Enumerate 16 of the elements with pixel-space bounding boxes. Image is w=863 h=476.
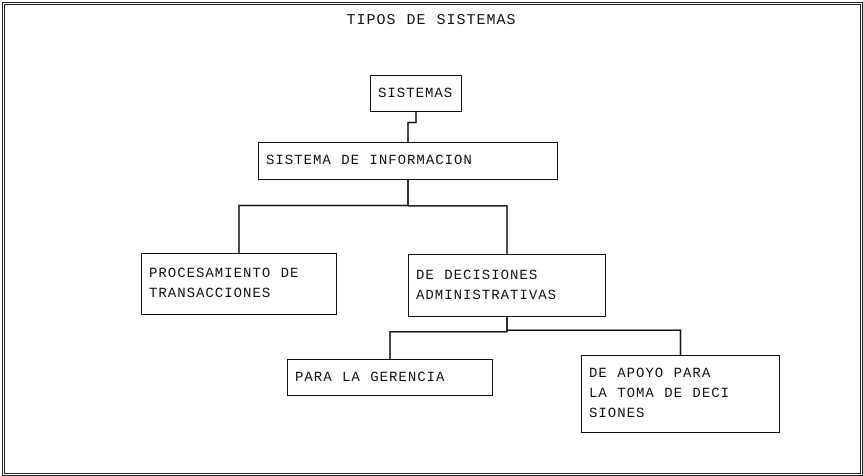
process-box bbox=[258, 142, 558, 180]
box-label: PROCESAMIENTO DE TRANSACCIONES bbox=[149, 265, 300, 304]
box-label: SISTEMAS bbox=[378, 84, 454, 104]
connector-line bbox=[506, 317, 682, 355]
box-label: DE APOYO PARA LA TOMA DE DECI SIONES bbox=[589, 365, 732, 424]
box-label: PARA LA GERENCIA bbox=[295, 368, 446, 388]
box-label: SISTEMA DE INFORMACION bbox=[266, 152, 473, 171]
process-box bbox=[370, 75, 462, 112]
process-box bbox=[141, 253, 337, 315]
box-label: DE DECISIONES ADMINISTRATIVAS bbox=[416, 266, 558, 306]
connector-line bbox=[407, 180, 508, 254]
connector-line bbox=[407, 112, 417, 142]
diagram-title: TIPOS DE SISTEMAS bbox=[345, 12, 518, 29]
process-box bbox=[287, 359, 493, 396]
process-box bbox=[408, 254, 606, 317]
process-box bbox=[581, 355, 780, 433]
